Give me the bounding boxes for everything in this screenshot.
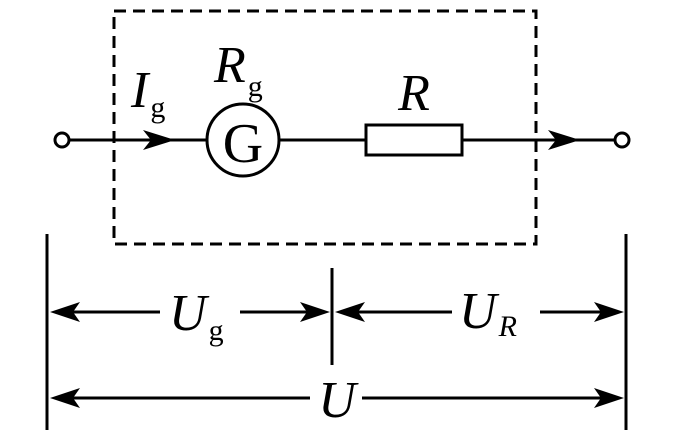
resistor [364, 123, 464, 157]
ur-arrowhead-left [335, 302, 365, 322]
resistor-label: R [397, 65, 430, 122]
u-label: U [318, 372, 359, 429]
current-arrow-left [143, 130, 175, 150]
current-arrow-right [548, 130, 580, 150]
u-arrowhead-left [50, 388, 80, 408]
dashed-enclosure [112, 9, 538, 246]
galvanometer-resistance-label: Rg [213, 37, 263, 103]
current-label: Ig [130, 62, 165, 124]
right-terminal [613, 131, 631, 149]
ur-arrowhead-right [594, 302, 624, 322]
galvanometer-symbol: G [223, 113, 263, 175]
ur-label: UR [459, 283, 517, 343]
ug-arrowhead-right [300, 302, 330, 322]
u-arrowhead-right [594, 388, 624, 408]
galvanometer-circle [205, 102, 281, 178]
ug-arrowhead-left [50, 302, 80, 322]
ug-label: Ug [169, 285, 224, 347]
left-terminal [53, 131, 71, 149]
